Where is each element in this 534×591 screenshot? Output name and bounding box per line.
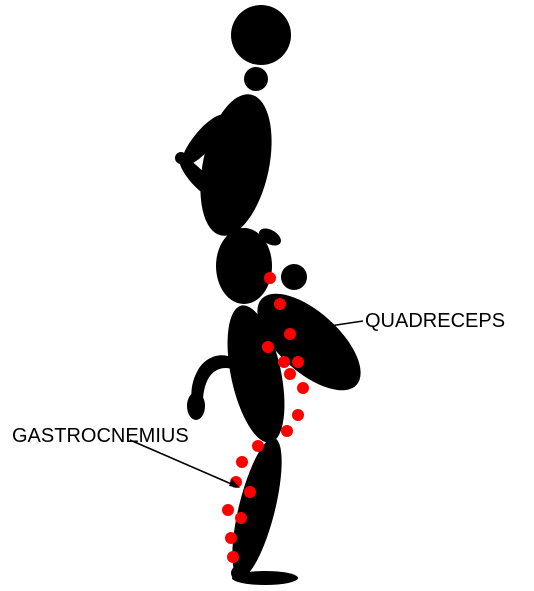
marker-dot [274,298,286,310]
marker-dot [225,532,237,544]
marker-dot [284,368,296,380]
marker-dot [284,328,296,340]
marker-dot [292,409,304,421]
neck [244,67,268,91]
marker-dot [252,440,264,452]
marker-dot [222,504,234,516]
torso [189,88,283,243]
marker-dot [278,356,290,368]
heel [231,565,249,581]
marker-dot [262,341,274,353]
marker-dot [281,425,293,437]
marker-dot [236,456,248,468]
marker-dot [244,486,256,498]
hand [175,152,187,164]
gastrocnemius-label: GASTROCNEMIUS [12,426,189,446]
marker-dot [264,272,276,284]
quadriceps-label: QUADRECEPS [365,311,505,331]
marker-dot [227,551,239,563]
glute [281,264,307,290]
head [231,5,291,65]
bent-foot [187,392,205,420]
marker-dot [292,356,304,368]
marker-dot [297,382,309,394]
marker-dot [235,512,247,524]
